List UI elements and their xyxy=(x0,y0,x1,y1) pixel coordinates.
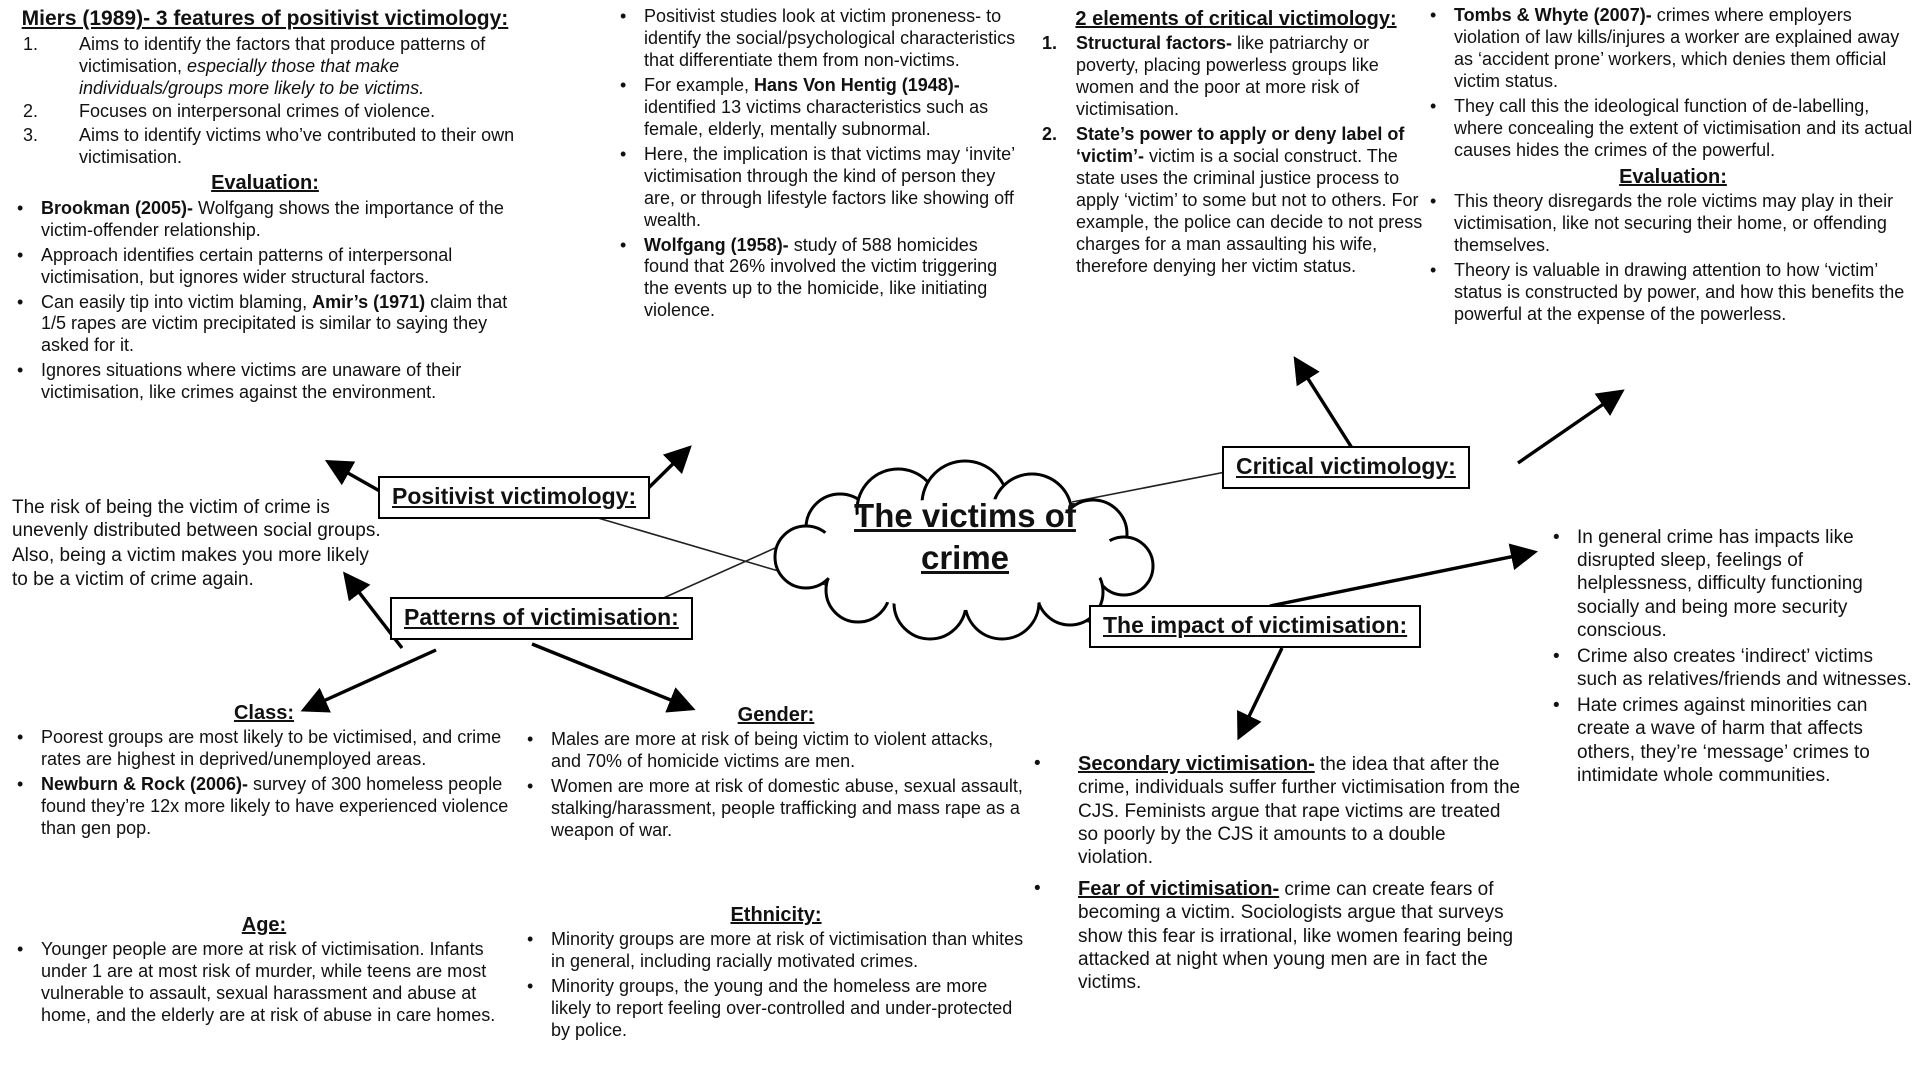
list-item: Secondary victimisation- the idea that a… xyxy=(1032,752,1524,869)
section-tombs-whyte: Tombs & Whyte (2007)- crimes where emplo… xyxy=(1428,5,1918,329)
section-risk-distribution: The risk of being the victim of crime is… xyxy=(12,496,384,593)
node-label: Positivist victimology: xyxy=(392,483,637,509)
tombs-list: Tombs & Whyte (2007)- crimes where emplo… xyxy=(1428,5,1918,162)
list-item: State’s power to apply or deny label of … xyxy=(1042,124,1423,276)
list-item: Structural factors- like patriarchy or p… xyxy=(1042,33,1379,120)
miers-feature-list: Aims to identify the factors that produc… xyxy=(15,34,515,170)
central-topic-line1: The victims of xyxy=(854,497,1076,534)
central-topic: The victims of crime xyxy=(815,495,1115,578)
section-class: Class: Poorest groups are most likely to… xyxy=(15,700,513,843)
list-item: They call this the ideological function … xyxy=(1428,96,1918,162)
evaluation-title: Evaluation: xyxy=(211,172,319,195)
section-title: Ethnicity: xyxy=(730,904,822,926)
list-item: Hate crimes against minorities can creat… xyxy=(1545,694,1917,787)
gender-list: Males are more at risk of being victim t… xyxy=(525,729,1027,842)
list-item: Approach identifies certain patterns of … xyxy=(15,245,515,289)
list-item: Positivist studies look at victim pronen… xyxy=(612,6,1027,72)
studies-list: Positivist studies look at victim pronen… xyxy=(612,6,1027,322)
list-item: Minority groups are more at risk of vict… xyxy=(525,929,1027,973)
section-title: Gender: xyxy=(737,704,815,726)
section-age: Age: Younger people are more at risk of … xyxy=(15,912,513,1030)
arrow-critical-to-elements xyxy=(1293,356,1354,449)
node-label: Patterns of victimisation: xyxy=(404,604,679,630)
section-impact-detail: Secondary victimisation- the idea that a… xyxy=(1032,752,1524,1002)
list-item: Can easily tip into victim blaming, Amir… xyxy=(15,292,515,358)
section-positivist-studies: Positivist studies look at victim pronen… xyxy=(612,6,1027,325)
list-item: This theory disregards the role victims … xyxy=(1428,191,1918,257)
list-item: For example, Hans Von Hentig (1948)- ide… xyxy=(612,75,1027,141)
branch-line-patterns xyxy=(649,527,821,605)
section-gender: Gender: Males are more at risk of being … xyxy=(525,702,1027,845)
section-miers-features: Miers (1989)- 3 features of positivist v… xyxy=(15,5,515,407)
list-item: Aims to identify victims who’ve contribu… xyxy=(23,125,515,168)
list-item: Brookman (2005)- Wolfgang shows the impo… xyxy=(15,198,515,242)
list-item: Tombs & Whyte (2007)- crimes where emplo… xyxy=(1428,5,1918,93)
list-item: Minority groups, the young and the homel… xyxy=(525,976,1027,1042)
risk-paragraph-2: Also, being a victim makes you more like… xyxy=(12,545,369,590)
impact-general-list: In general crime has impacts like disrup… xyxy=(1545,526,1917,787)
node-label: The impact of victimisation: xyxy=(1103,612,1408,638)
node-label: Critical victimology: xyxy=(1236,453,1456,479)
node-positivist-victimology: Positivist victimology: xyxy=(378,476,651,519)
node-patterns-of-victimisation: Patterns of victimisation: xyxy=(390,597,693,640)
list-item: Aims to identify the factors that produc… xyxy=(23,33,486,98)
section-title: Class: xyxy=(233,702,295,724)
list-item: Theory is valuable in drawing attention … xyxy=(1428,260,1918,326)
arrow-impact-to-detail xyxy=(1237,647,1284,741)
miers-evaluation-list: Brookman (2005)- Wolfgang shows the impo… xyxy=(15,198,515,405)
list-item: Newburn & Rock (2006)- survey of 300 hom… xyxy=(15,774,513,840)
list-item: Ignores situations where victims are una… xyxy=(15,360,515,404)
list-item: Males are more at risk of being victim t… xyxy=(525,729,1027,773)
ethnicity-list: Minority groups are more at risk of vict… xyxy=(525,929,1027,1042)
branch-line-positivist xyxy=(597,517,851,593)
list-item: In general crime has impacts like disrup… xyxy=(1545,526,1917,642)
section-title: Miers (1989)- 3 features of positivist v… xyxy=(21,7,509,30)
section-critical-elements: 2 elements of critical victimology: Stru… xyxy=(1040,6,1432,281)
evaluation-title: Evaluation: xyxy=(1619,165,1727,188)
list-item: Crime also creates ‘indirect’ victims su… xyxy=(1545,645,1917,691)
node-impact-of-victimisation: The impact of victimisation: xyxy=(1089,605,1422,648)
impact-detail-list: Secondary victimisation- the idea that a… xyxy=(1032,752,1524,994)
arrow-patterns-to-gender xyxy=(531,642,696,713)
list-item: Poorest groups are most likely to be vic… xyxy=(15,727,513,771)
central-topic-line2: crime xyxy=(920,538,1010,576)
section-title: 2 elements of critical victimology: xyxy=(1075,8,1397,30)
section-ethnicity: Ethnicity: Minority groups are more at r… xyxy=(525,902,1027,1045)
risk-paragraph-1: The risk of being the victim of crime is… xyxy=(12,497,381,542)
arrow-critical-to-tombs xyxy=(1517,389,1625,465)
list-item: Fear of victimisation- crime can create … xyxy=(1032,877,1524,994)
list-item: Here, the implication is that victims ma… xyxy=(612,144,1027,232)
tombs-evaluation-list: This theory disregards the role victims … xyxy=(1428,191,1918,326)
arrow-impact-to-general xyxy=(1269,543,1538,608)
class-list: Poorest groups are most likely to be vic… xyxy=(15,727,513,840)
critical-elements-list: Structural factors- like patriarchy or p… xyxy=(1040,33,1432,277)
age-list: Younger people are more at risk of victi… xyxy=(15,939,513,1027)
node-critical-victimology: Critical victimology: xyxy=(1222,446,1470,489)
list-item: Women are more at risk of domestic abuse… xyxy=(525,776,1027,842)
section-impact-general: In general crime has impacts like disrup… xyxy=(1545,526,1917,790)
list-item: Focuses on interpersonal crimes of viole… xyxy=(23,101,436,123)
list-item: Younger people are more at risk of victi… xyxy=(15,939,513,1027)
section-title: Age: xyxy=(241,914,287,936)
list-item: Wolfgang (1958)- study of 588 homicides … xyxy=(612,235,1027,323)
